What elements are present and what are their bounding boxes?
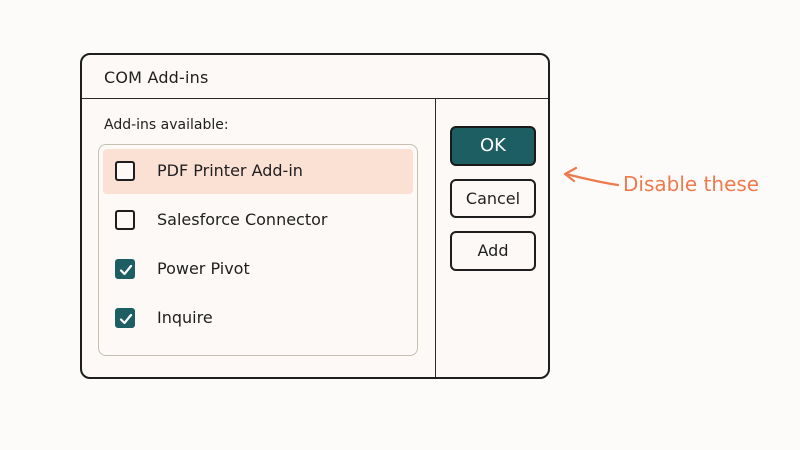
callout-annotation: Disable these (623, 172, 760, 196)
list-item-power-pivot[interactable]: Power Pivot (103, 247, 413, 292)
salesforce-connector-checkbox[interactable] (115, 210, 135, 230)
checkmark-icon (119, 313, 133, 325)
ok-button[interactable]: OK (450, 126, 536, 166)
dialog-titlebar: COM Add-ins (82, 55, 548, 99)
list-item-label: Inquire (157, 308, 213, 327)
list-item-label: Power Pivot (157, 259, 250, 278)
power-pivot-checkbox[interactable] (115, 259, 135, 279)
list-item-salesforce-connector[interactable]: Salesforce Connector (103, 198, 413, 243)
com-addins-dialog: COM Add-ins Add-ins available: PDF Print… (80, 53, 550, 379)
checkmark-icon (119, 264, 133, 276)
callout-arrow-icon (563, 166, 620, 187)
list-item-inquire[interactable]: Inquire (103, 296, 413, 341)
pdf-printer-checkbox[interactable] (115, 161, 135, 181)
panel-divider (435, 99, 436, 377)
addins-list: PDF Printer Add-in Salesforce Connector … (98, 144, 418, 356)
cancel-button[interactable]: Cancel (450, 179, 536, 218)
inquire-checkbox[interactable] (115, 308, 135, 328)
add-button[interactable]: Add (450, 231, 536, 271)
list-item-label: PDF Printer Add-in (157, 161, 303, 180)
addins-list-label: Add-ins available: (104, 117, 229, 133)
list-item-label: Salesforce Connector (157, 210, 328, 229)
list-item-pdf-printer[interactable]: PDF Printer Add-in (103, 149, 413, 194)
dialog-title: COM Add-ins (104, 68, 209, 87)
